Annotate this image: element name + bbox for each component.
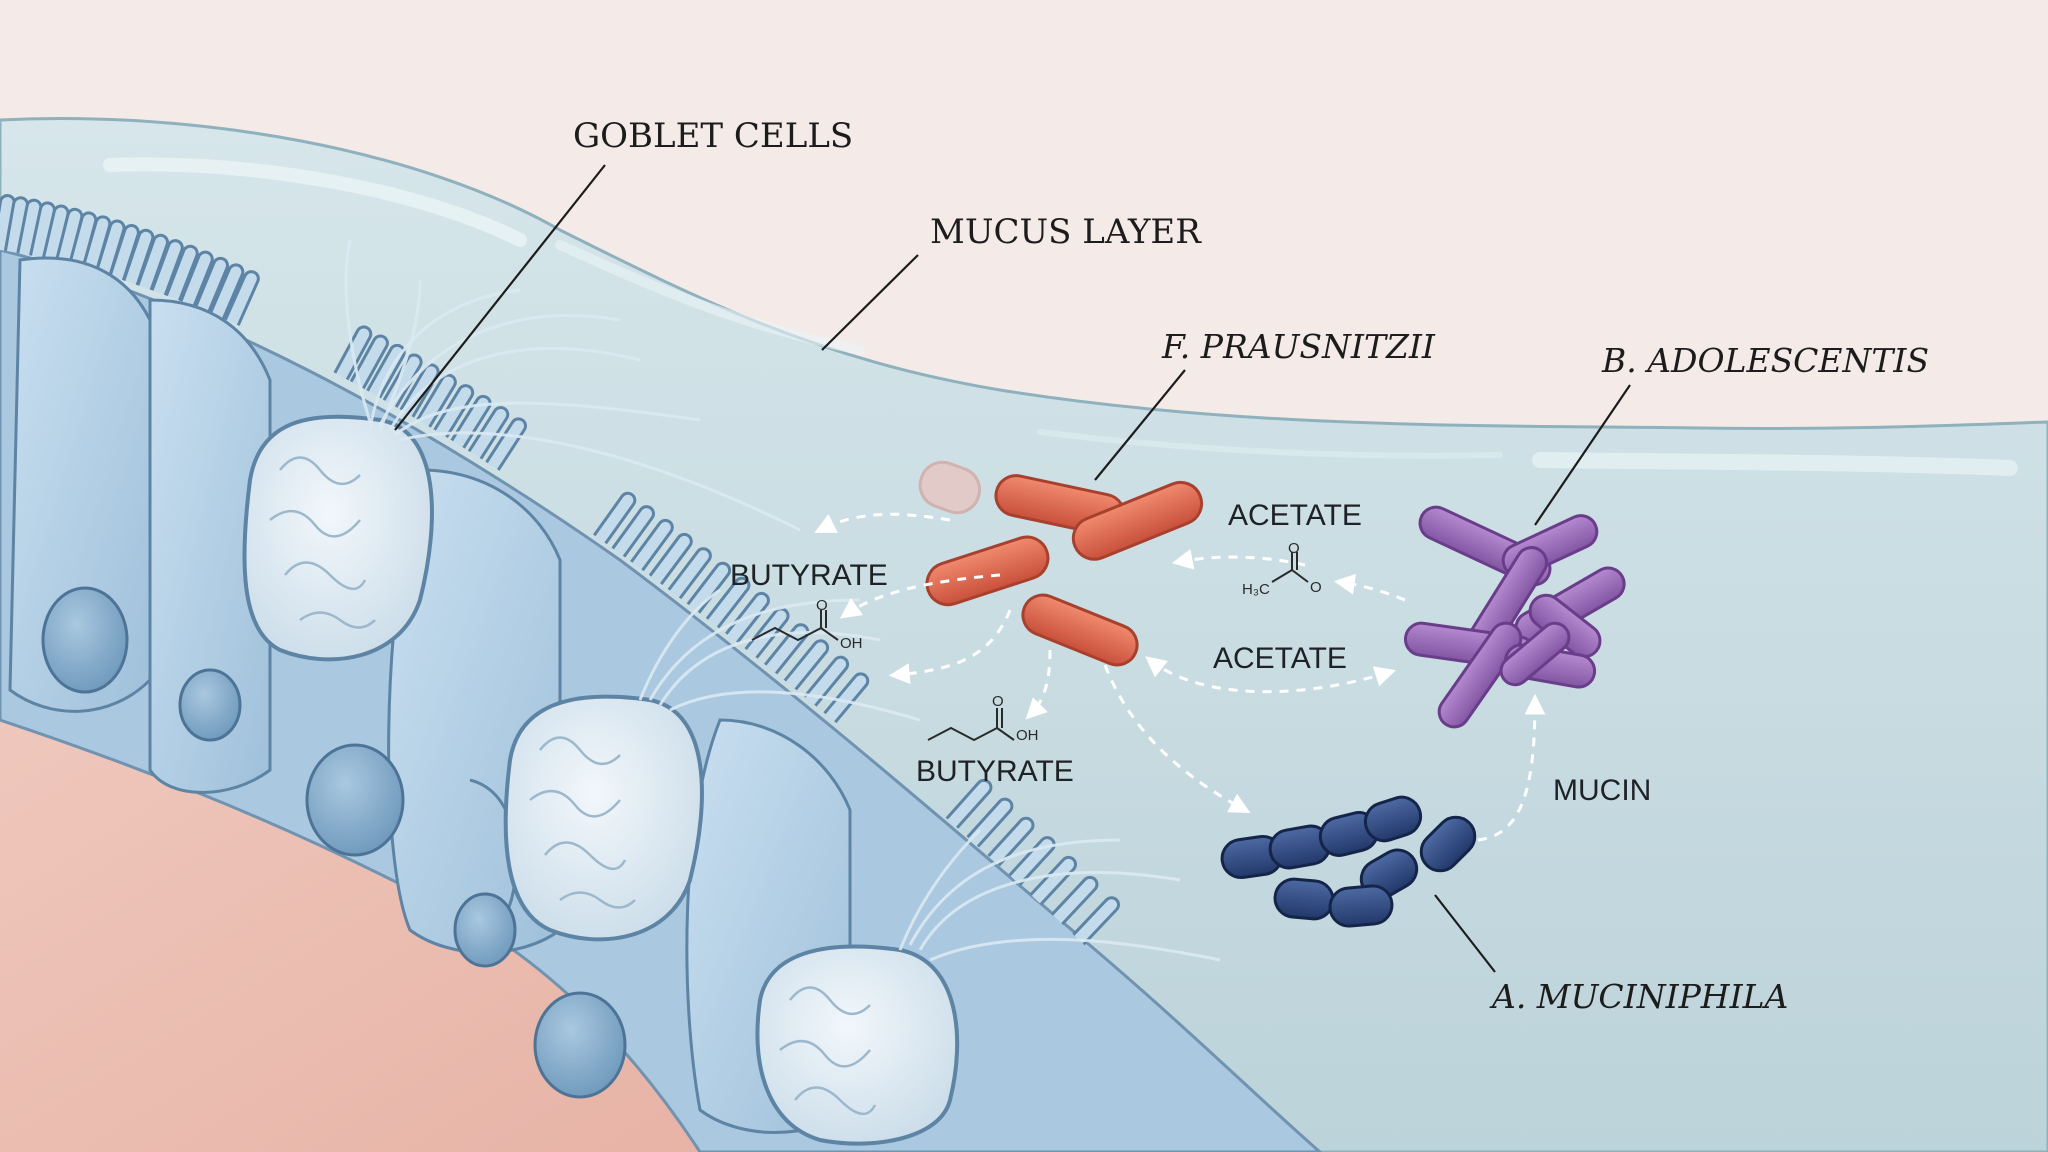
arrow-to-butyrate-molecule bbox=[839, 573, 1001, 619]
a-muciniphila-bacteria bbox=[1220, 795, 1477, 928]
microvillus bbox=[1008, 836, 1056, 886]
f-prausnitzii-bacteria bbox=[918, 460, 1204, 667]
acetate-oxygen-top: O bbox=[1288, 540, 1300, 557]
mucus-strands bbox=[344, 239, 1221, 962]
bacterium-cell bbox=[1419, 815, 1477, 873]
microvillus bbox=[667, 547, 712, 600]
goblet-cell bbox=[755, 944, 960, 1146]
cell-nucleus bbox=[305, 743, 405, 857]
arrow-to-butyrate-lower bbox=[1025, 649, 1052, 720]
cell-nucleus bbox=[533, 991, 627, 1099]
f-prausnitzii-leader bbox=[1094, 369, 1186, 481]
mucus-highlight bbox=[103, 157, 527, 247]
microvillus bbox=[630, 518, 674, 572]
microvillus bbox=[945, 778, 993, 829]
microvillus bbox=[366, 343, 406, 399]
arrow-mucin-to-b-adolescentis bbox=[1477, 693, 1546, 842]
microvilli-brush-border bbox=[0, 194, 1120, 946]
microvillus bbox=[1029, 856, 1077, 906]
mucus-highlight bbox=[1532, 452, 2018, 476]
butyrate-upper-label: BUTYRATE bbox=[730, 559, 888, 592]
microvillus bbox=[705, 576, 751, 629]
acetate-oxygen-side: O bbox=[1310, 579, 1322, 596]
a-muciniphila-leader bbox=[1434, 894, 1496, 973]
b-adolescentis-label: B. ADOLESCENTIS bbox=[1601, 341, 1929, 380]
microvillus bbox=[1072, 896, 1120, 946]
microvillus bbox=[136, 233, 169, 291]
butyrate-oh-upper: OH bbox=[840, 635, 863, 652]
acetate-structure bbox=[1271, 552, 1309, 583]
microvillus bbox=[450, 394, 492, 449]
microvillus bbox=[611, 505, 655, 558]
b-adolescentis-leader bbox=[1534, 384, 1631, 526]
microvillus bbox=[416, 373, 457, 428]
microvillus bbox=[150, 239, 184, 296]
bacterium-rod bbox=[1021, 593, 1139, 667]
cell-nucleus bbox=[41, 586, 129, 694]
bacterium-cell bbox=[1273, 877, 1335, 921]
leader-lines bbox=[394, 164, 1631, 973]
epithelial-cell bbox=[148, 298, 272, 794]
submucosa-tissue bbox=[0, 720, 700, 1152]
butyrate-structure-upper bbox=[751, 610, 839, 642]
mucin-label: MUCIN bbox=[1553, 774, 1651, 807]
microvillus bbox=[648, 532, 693, 585]
b-adolescentis-bacteria bbox=[1403, 505, 1626, 729]
acetate-methyl: H₃C bbox=[1242, 581, 1270, 598]
a-muciniphila-label: A. MUCINIPHILA bbox=[1489, 977, 1788, 1016]
bacterium-rod bbox=[1499, 621, 1571, 687]
microvillus bbox=[485, 417, 527, 471]
mucus-layer-leader bbox=[821, 254, 919, 351]
microvillus bbox=[224, 270, 260, 326]
mucus-highlight bbox=[1037, 429, 1503, 459]
microvillus bbox=[1050, 875, 1099, 926]
faded-bacterium bbox=[918, 460, 982, 515]
goblet-cell bbox=[503, 694, 704, 942]
microvillus bbox=[433, 384, 475, 438]
microvillus bbox=[209, 263, 245, 320]
arrow-acetate-exchange bbox=[1145, 656, 1397, 694]
goblet-cells-leader bbox=[394, 164, 606, 431]
microvillus bbox=[349, 334, 389, 390]
microvillus bbox=[803, 655, 850, 707]
microvillus bbox=[179, 250, 214, 307]
bacterium-rod bbox=[1437, 621, 1523, 729]
f-prausnitzii-label: F. PRAUSNITZII bbox=[1161, 327, 1436, 366]
goblet-cells-label: GOBLET CELLS bbox=[573, 116, 853, 156]
arrow-to-butyrate-upper bbox=[814, 512, 951, 533]
microvillus bbox=[593, 491, 637, 545]
microvillus bbox=[783, 639, 830, 691]
cell-nucleus bbox=[453, 892, 517, 968]
arrow-acetate-from-b-adolescentis bbox=[1333, 573, 1406, 602]
microvillus bbox=[823, 672, 870, 724]
butyrate-oxygen-upper: O bbox=[816, 597, 828, 614]
microvillus bbox=[686, 561, 732, 614]
acetate-lower-label: ACETATE bbox=[1213, 642, 1347, 675]
mucus-highlight bbox=[555, 240, 865, 355]
arrow-to-a-muciniphila bbox=[1103, 664, 1251, 813]
metabolite-arrows bbox=[814, 512, 1546, 842]
epithelial-cell bbox=[8, 256, 152, 713]
bacterium-rod bbox=[925, 535, 1050, 607]
microvillus bbox=[966, 797, 1014, 848]
butyrate-lower-label: BUTYRATE bbox=[916, 755, 1074, 788]
cell-nucleus bbox=[178, 668, 242, 742]
acetate-upper-label: ACETATE bbox=[1228, 499, 1362, 532]
arrow-to-mucus-left bbox=[888, 609, 1012, 685]
microvillus bbox=[194, 256, 229, 313]
butyrate-oxygen-lower: O bbox=[992, 693, 1004, 710]
microvillus bbox=[165, 244, 199, 302]
bacterium-cell bbox=[1328, 884, 1394, 928]
microvillus bbox=[122, 228, 155, 286]
mucus-layer-label: MUCUS LAYER bbox=[930, 212, 1202, 252]
microvillus bbox=[987, 816, 1035, 867]
bacterium-cell bbox=[1363, 795, 1423, 843]
bacterium-rod bbox=[1071, 480, 1204, 561]
butyrate-oh-lower: OH bbox=[1016, 727, 1039, 744]
goblet-cell bbox=[242, 414, 434, 662]
butyrate-structure-lower bbox=[927, 708, 1015, 742]
